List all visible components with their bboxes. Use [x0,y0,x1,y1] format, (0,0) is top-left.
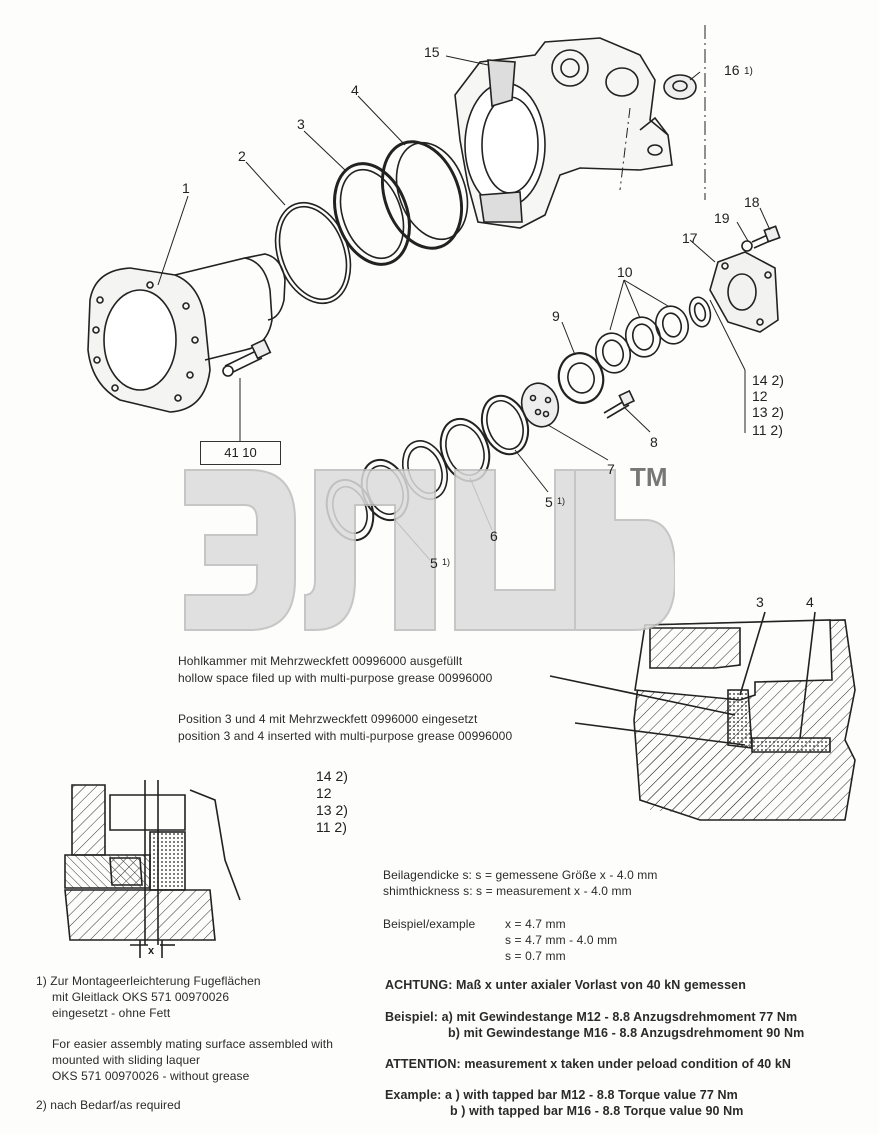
footnote-2: 2) nach Bedarf/as required [36,1098,181,1112]
callout-5a-note: 1) [557,496,566,506]
note-hollow-en: hollow space filed up with multi-purpose… [178,671,493,685]
detail-section-seal [549,611,856,821]
note-position-de: Position 3 und 4 mit Mehrzweckfett 09960… [178,712,478,726]
example-b-line: b ) with tapped bar M16 - 8.8 Torque val… [450,1104,744,1118]
attention-line: ATTENTION: measurement x taken under pel… [385,1057,791,1071]
part-17-cover [709,251,779,333]
beispiel-a-line: Beispiel: a) mit Gewindestange M12 - 8.8… [385,1010,797,1024]
part-7-disc [520,382,560,428]
footnote-1-de-3: eingesetzt - ohne Fett [52,1006,171,1020]
footnote-1-en-3: OKS 571 00970026 - without grease [52,1069,250,1083]
achtung-label: ACHTUNG: [385,978,453,992]
watermark-logo [184,469,675,631]
detail-callout-4: 4 [806,594,814,610]
callout-17: 17 [682,230,698,246]
part-2-o-ring [274,201,352,305]
callout-15: 15 [424,44,440,60]
callout-5a: 5 [545,494,553,510]
callout-10: 10 [617,264,633,280]
part-16-nut [663,74,697,100]
shim-a-11: 11 2) [752,422,783,438]
example2-label: Example: [385,1088,442,1102]
detail-section-shim [64,780,241,958]
achtung-line: ACHTUNG: Maß x unter axialer Vorlast von… [385,978,746,992]
part-4-ring [380,140,464,250]
shim-a-14: 14 2) [752,372,784,388]
trademark-mark: TM [630,462,668,492]
example-line-1: x = 4.7 mm [505,917,566,931]
callout-1: 1 [182,180,190,196]
shim-a-12: 12 [752,388,768,404]
shim-b-12: 12 [316,785,332,801]
shim-a-13: 13 2) [752,404,784,420]
beispiel-label: Beispiel: [385,1010,438,1024]
beispiel-a-text: a) mit Gewindestange M12 - 8.8 Anzugsdre… [441,1010,798,1024]
part-15-housing [454,37,673,229]
callout-18: 18 [744,194,760,210]
part-19-washer [741,240,753,252]
callout-5b-note: 1) [442,557,451,567]
callout-2: 2 [238,148,246,164]
detail-callout-3: 3 [756,594,764,610]
part-1-hub [87,253,286,413]
note-hollow-de: Hohlkammer mit Mehrzweckfett 00996000 au… [178,654,463,668]
callout-4: 4 [351,82,359,98]
callout-16-note: 1) [744,66,753,77]
callout-9: 9 [552,308,560,324]
note-position-en: position 3 and 4 inserted with multi-pur… [178,729,513,743]
example-line-2: s = 4.7 mm - 4.0 mm [505,933,618,947]
attention-label: ATTENTION: [385,1057,461,1071]
footnote-1-de-1: 1) Zur Montageerleichterung Fugeflächen [36,974,261,988]
example-line-3: s = 0.7 mm [505,949,566,963]
shim-b-14: 14 2) [316,768,348,784]
part-3-ring [333,162,411,266]
callout-41-10: 41 10 [200,441,281,465]
example-label: Beispiel/example [383,917,476,931]
example-a-line: Example: a ) with tapped bar M12 - 8.8 T… [385,1088,738,1102]
dimension-x: x [148,945,155,957]
shim-formula-de: Beilagendicke s: s = gemessene Größe x -… [383,868,658,882]
shim-b-13: 13 2) [316,802,348,818]
attention-text: measurement x taken under peload conditi… [464,1057,792,1071]
bolt-41-10 [222,338,272,377]
part-9-spacer [557,352,605,404]
achtung-text: Maß x unter axialer Vorlast von 40 kN ge… [456,978,746,992]
callout-16: 16 [724,62,740,78]
shim-b-11: 11 2) [316,819,347,835]
example-a-text: a ) with tapped bar M12 - 8.8 Torque val… [444,1088,738,1102]
callout-8: 8 [650,434,658,450]
part-10-shims [594,296,712,374]
callout-5b: 5 [430,555,438,571]
callout-6: 6 [490,528,498,544]
footnote-1-en-2: mounted with sliding laquer [52,1053,201,1067]
footnote-1-de-2: mit Gleitlack OKS 571 00970026 [52,990,230,1004]
callout-19: 19 [714,210,730,226]
callout-3: 3 [297,116,305,132]
beispiel-b-line: b) mit Gewindestange M16 - 8.8 Anzugsdre… [448,1026,805,1040]
footnote-1-en-1: For easier assembly mating surface assem… [52,1037,334,1051]
shim-formula-en: shimthickness s: s = measurement x - 4.0… [383,884,632,898]
callout-7: 7 [607,461,615,477]
